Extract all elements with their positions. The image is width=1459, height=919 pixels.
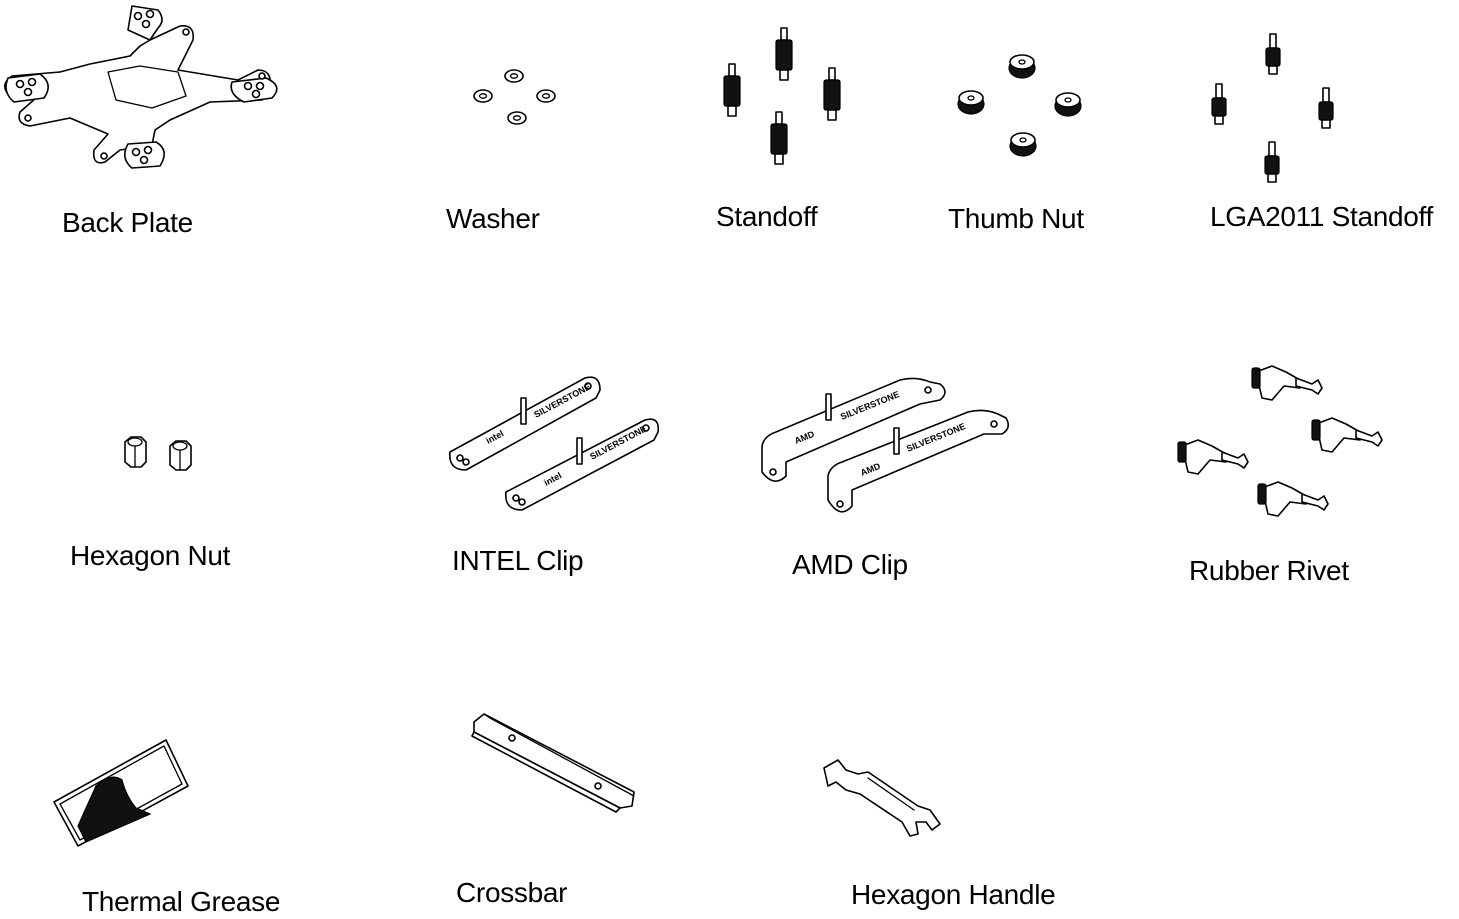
rubber-rivet-label: Rubber Rivet [1189,555,1349,586]
thumb-nut-drawing [957,54,1082,157]
standoff-label: Standoff [716,201,818,232]
crossbar-drawing [471,713,635,813]
thermal-grease-label: Thermal Grease [82,886,281,917]
hexagon-nut-label: Hexagon Nut [70,540,231,571]
amd-clip-drawing: AMD SILVERSTONE AMD SILVERSTONE [761,377,1010,513]
thermal-grease-drawing [53,739,189,847]
hexagon-handle-drawing [823,759,941,837]
hexagon-handle-label: Hexagon Handle [851,879,1056,910]
standoff-drawing [723,27,841,165]
lga2011-standoff-drawing [1211,33,1334,183]
washer-drawing [473,69,556,125]
intel-clip-label: INTEL Clip [452,545,584,576]
back-plate-label: Back Plate [62,207,193,238]
hexagon-nut-drawing [124,436,192,471]
thumb-nut-label: Thumb Nut [948,203,1084,234]
lga2011-standoff-label: LGA2011 Standoff [1210,201,1434,232]
crossbar-label: Crossbar [456,877,568,908]
washer-label: Washer [446,203,540,234]
rubber-rivet-drawing [1177,365,1383,517]
amd-clip-label: AMD Clip [792,549,908,580]
back-plate-drawing [4,5,278,169]
intel-clip-drawing: intel SILVERSTONE intel SILVERSTONE [449,376,660,511]
